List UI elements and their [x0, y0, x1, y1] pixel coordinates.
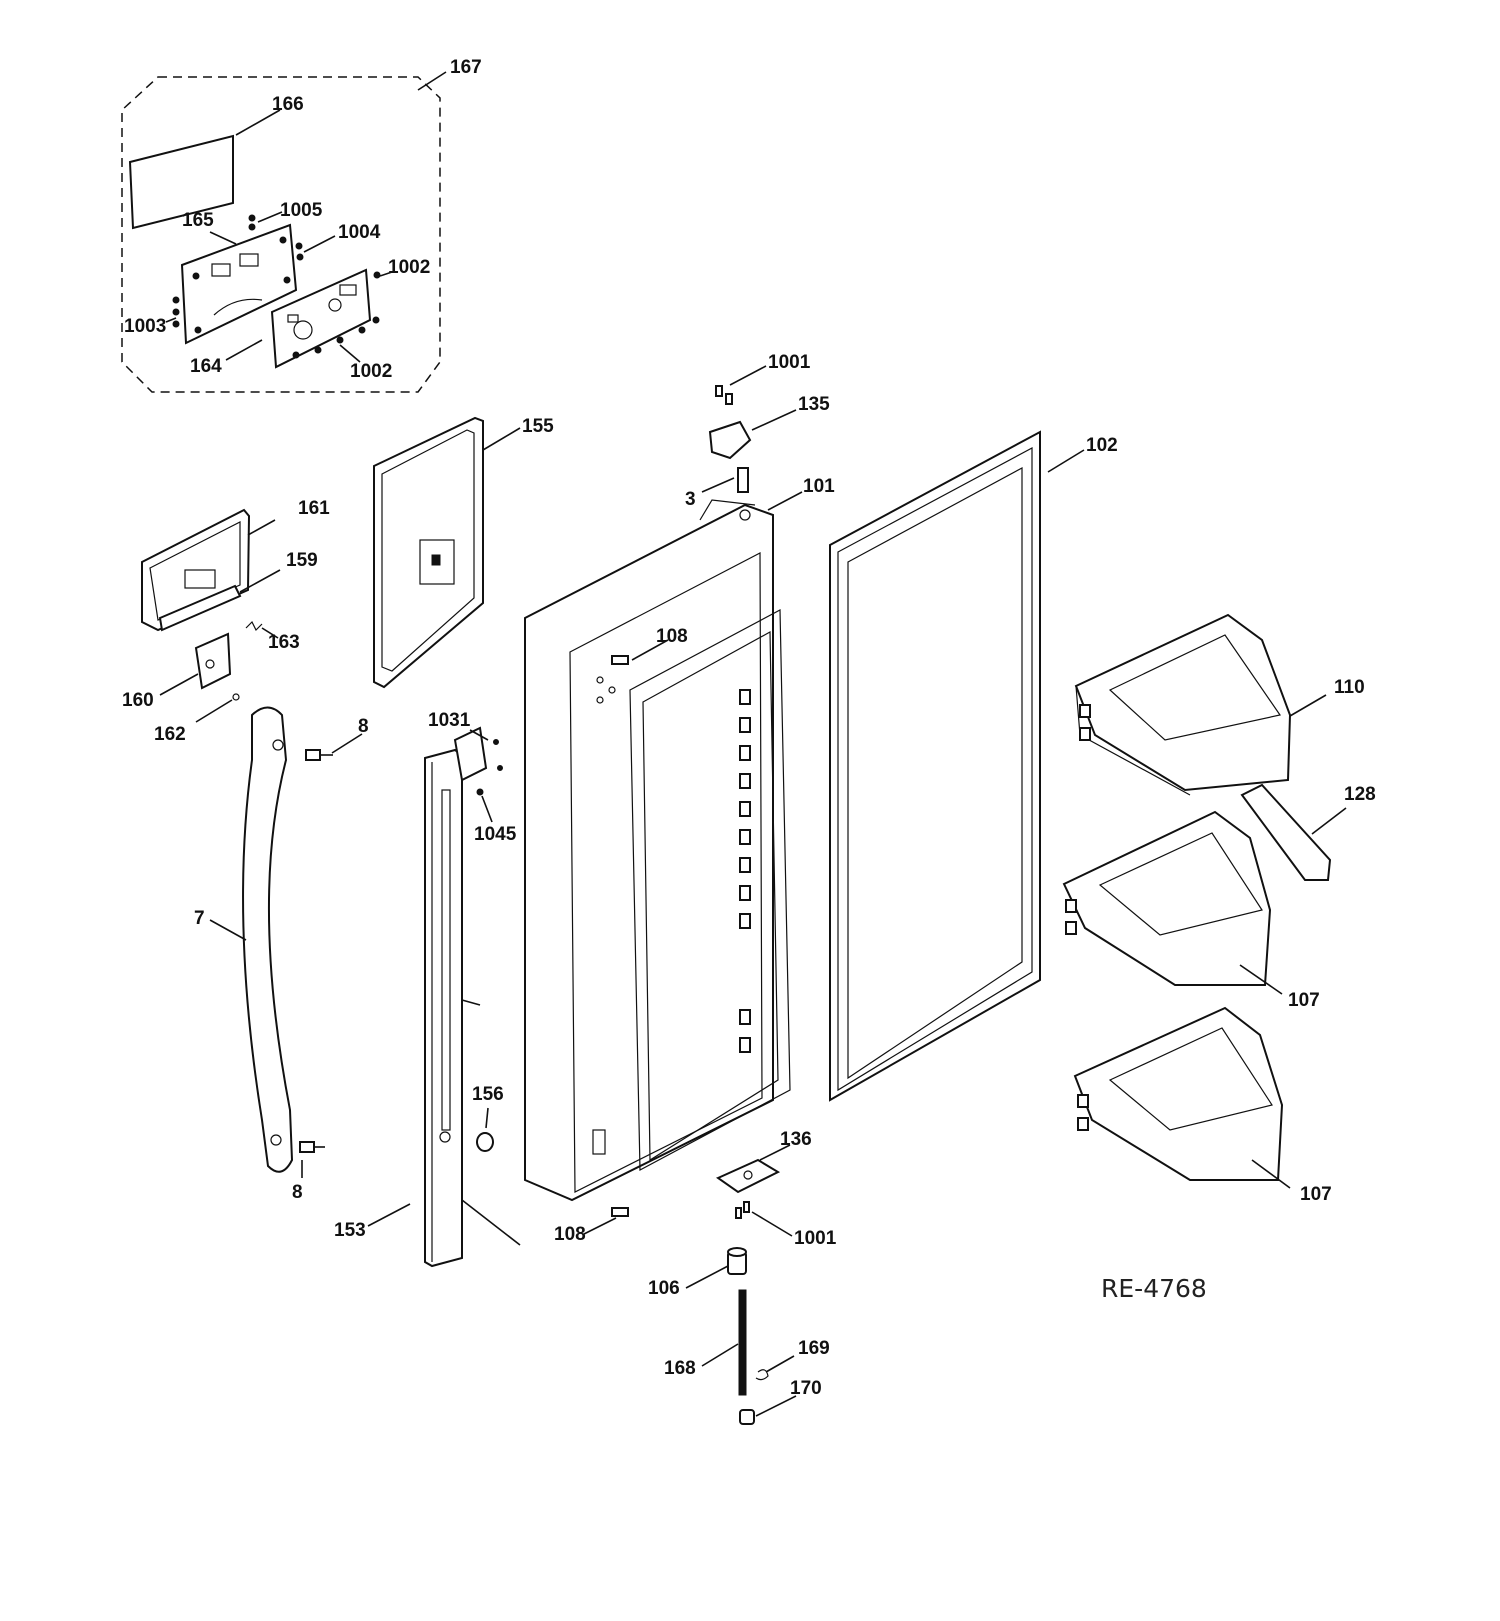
callout-106: 106: [648, 1278, 680, 1299]
part-165-mounting-bracket: [180, 223, 298, 345]
part-107-door-bin-lower: [1073, 1006, 1284, 1181]
callout-170: 170: [790, 1378, 822, 1399]
callout-169: 169: [798, 1338, 830, 1359]
part-1001-top-screws: [715, 385, 733, 405]
part-101-door-liner: [524, 499, 791, 1202]
callout-1001-bottom: 1001: [794, 1228, 837, 1249]
kit-167-boundary: [121, 76, 441, 393]
callout-3: 3: [685, 489, 696, 510]
callout-107-lower: 107: [1300, 1184, 1332, 1205]
callout-153: 153: [334, 1220, 366, 1241]
callout-1002-lower: 1002: [350, 361, 392, 382]
part-170-cap: [739, 1409, 755, 1425]
callout-7: 7: [194, 908, 205, 929]
part-164-control-board: [270, 268, 372, 369]
part-163-spring: [245, 620, 263, 632]
callout-8-upper: 8: [358, 716, 369, 737]
callout-135: 135: [798, 394, 830, 415]
part-107-door-bin-upper: [1062, 810, 1272, 986]
part-7-door-handle: [242, 706, 294, 1173]
callout-168: 168: [664, 1358, 696, 1379]
part-162-small-pin: [232, 693, 240, 701]
callout-160: 160: [122, 690, 154, 711]
callout-159: 159: [286, 550, 318, 571]
callout-163: 163: [268, 632, 300, 653]
part-159-trim: [158, 584, 242, 632]
part-1031-hinge-bracket: [453, 726, 503, 796]
callout-164: 164: [190, 356, 222, 377]
part-108-door-stops: [611, 655, 629, 1217]
callout-102: 102: [1086, 435, 1118, 456]
part-3-hinge-pin: [737, 467, 749, 493]
callout-1045: 1045: [474, 824, 517, 845]
part-102-door-gasket: [829, 430, 1041, 1102]
part-136-bottom-hinge: [715, 1158, 781, 1194]
callout-1002-upper: 1002: [388, 257, 430, 278]
callout-101: 101: [803, 476, 835, 497]
callout-1005: 1005: [280, 200, 323, 221]
callout-162: 162: [154, 724, 186, 745]
part-128-divider: [1240, 783, 1332, 881]
callout-1003: 1003: [124, 316, 166, 337]
callout-1004: 1004: [338, 222, 381, 243]
callout-110: 110: [1334, 677, 1365, 698]
callout-165: 165: [182, 210, 214, 231]
callout-labels: 167 166 165 1005 1004 1002 1003 164 1002…: [122, 57, 1376, 1399]
callout-8-lower: 8: [292, 1182, 303, 1203]
part-135-hinge-cover: [708, 420, 752, 460]
callout-166: 166: [272, 94, 304, 115]
callout-1031: 1031: [428, 710, 471, 731]
part-8-handle-screws: [299, 749, 333, 1153]
part-1001-bottom-screws: [735, 1201, 750, 1219]
leader-lines: [159, 71, 1347, 1417]
part-156-plug: [476, 1132, 494, 1152]
callout-161: 161: [298, 498, 330, 519]
part-106-bushing: [727, 1247, 747, 1275]
callout-167: 167: [450, 57, 482, 78]
part-153-vertical-rail: [424, 748, 521, 1268]
part-110-door-bin: [1074, 613, 1292, 796]
part-169-clip: [755, 1369, 769, 1381]
callout-156: 156: [472, 1084, 504, 1105]
callout-155: 155: [522, 416, 554, 437]
part-166-label-sheet: [128, 134, 234, 230]
callout-136: 136: [780, 1129, 812, 1150]
callout-1001-top: 1001: [768, 352, 811, 373]
part-155-dispenser-cover: [373, 416, 484, 689]
callout-128: 128: [1344, 784, 1376, 805]
part-160-bracket: [194, 632, 232, 690]
callout-108-lower: 108: [554, 1224, 586, 1245]
callout-107-upper: 107: [1288, 990, 1320, 1011]
callout-108-upper: 108: [656, 626, 688, 647]
part-168-rod: [738, 1289, 747, 1396]
diagram-code: RE-4768: [1101, 1274, 1207, 1303]
kit-screws: [172, 214, 381, 359]
